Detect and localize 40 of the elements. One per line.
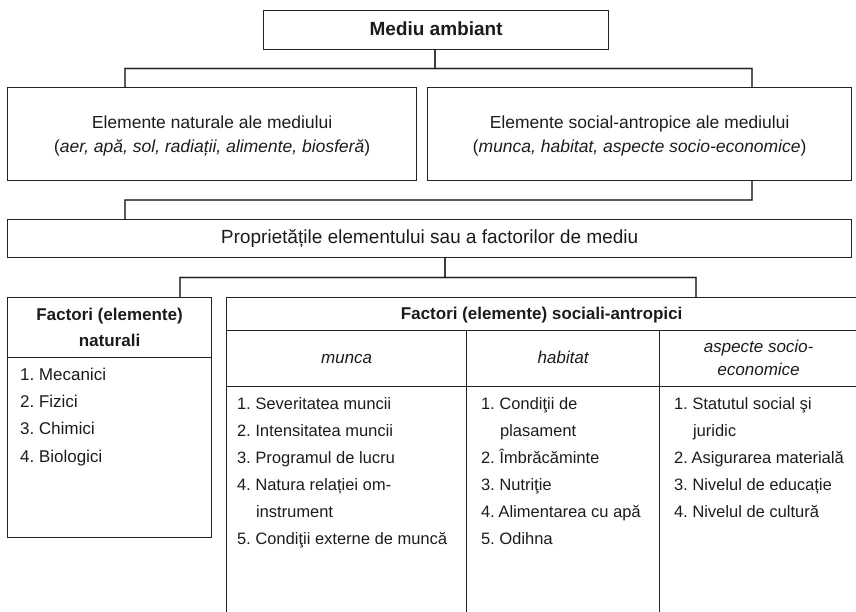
list-item: 2. Îmbrăcăminte [481,448,600,469]
list-item: 3. Nutriţie [481,475,553,496]
list-item: 2. Intensitatea muncii [237,421,394,442]
table-column [466,331,659,612]
title-box [263,10,609,50]
list-item: 5. Odihna [481,529,554,550]
list-item: 1. Statutul social şi juridic [674,394,813,442]
connector-line [124,181,753,219]
list-item: 5. Condiţii externe de muncă [237,529,448,550]
box-heading: Proprietățile elementului sau a factorilor de mediu [220,226,640,250]
box-heading: Elemente social-antropice ale mediului [488,110,790,134]
list-item: 4. Alimentarea cu apă [481,502,642,523]
table-heading: Factori (elemente) sociali-antropici [400,304,682,324]
list-item: 1. Severitatea muncii [237,394,392,415]
list-item: 2. Fizici [20,391,79,414]
table-column [659,331,856,612]
factor-table [226,297,856,612]
box-subtext: (munca, habitat, aspecte socio-economice) [472,135,808,158]
category-box [7,87,417,181]
box-heading: Elemente naturale ale mediului [90,110,334,134]
properties-box [7,219,852,258]
connector-line [444,258,697,297]
list-item: 4. Natura relației om-instrument [237,475,392,523]
column-heading: habitat [537,347,589,370]
list-item: 1. Mecanici [20,364,107,386]
category-box [427,87,852,181]
list-item: 1. Condiţii de plasament [481,394,578,442]
factor-list-box [7,297,212,538]
list-item: 3. Chimici [20,418,96,440]
list-item: 4. Nivelul de cultură [674,502,820,523]
list-item: 2. Asigurarea materială [674,448,845,469]
column-heading: munca [320,347,372,370]
list-item: 3. Programul de lucru [237,448,396,469]
list-item: 3. Nivelul de educație [674,475,833,496]
list-item: 4. Biologici [20,446,104,468]
column-heading: Factori (elemente) naturali [35,304,184,352]
box-subtext: (aer, apă, sol, radiații, alimente, biosferă) [52,135,372,158]
column-heading: aspecte socio-economice [702,336,814,380]
connector-line [434,50,753,87]
title-text: Mediu ambiant [368,18,504,42]
